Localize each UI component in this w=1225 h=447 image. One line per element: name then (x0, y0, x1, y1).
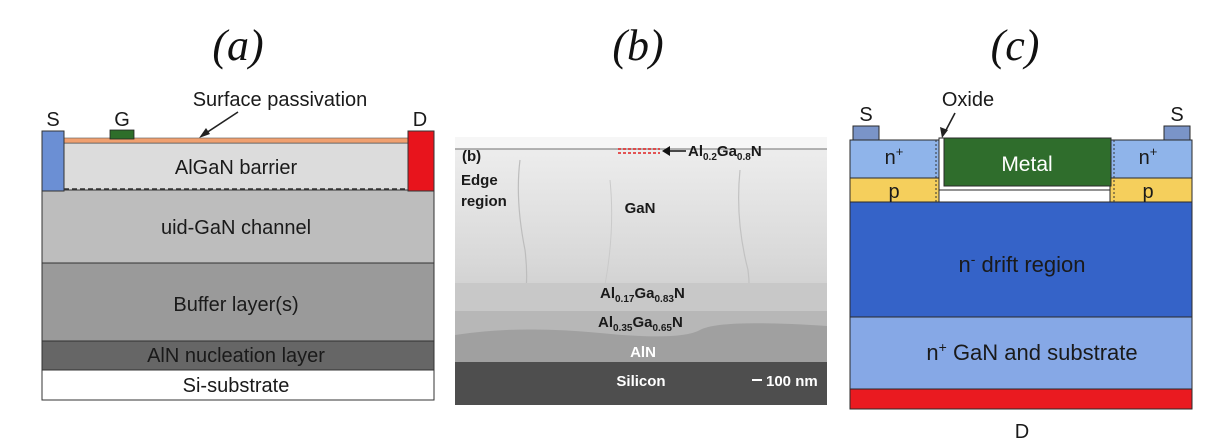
sem-texture (604, 179, 613, 286)
p-left-label: p (888, 181, 899, 203)
al02-arrowhead (662, 146, 670, 156)
aln-label: AlN (630, 344, 656, 361)
surface-passivation-label: Surface passivation (193, 89, 368, 111)
buffer-label: Buffer layer(s) (173, 294, 298, 316)
panel-b: (b) (b) Edge region Al0.2Ga0.8N GaN Al0.… (455, 21, 827, 405)
gate-label: G (114, 109, 130, 131)
al02-layer-label: Al0.2Ga0.8N (688, 143, 762, 163)
gate-contact (109, 129, 135, 140)
uid-gan-channel-layer (41, 189, 435, 264)
drift-region-label: n- drift region (959, 251, 1086, 277)
al035-layer-label: Al0.35Ga0.65N (598, 314, 683, 334)
metal-label: Metal (1001, 153, 1052, 176)
si-substrate-layer (41, 369, 435, 401)
drain-label: D (413, 109, 427, 131)
gan-label: GaN (625, 200, 656, 217)
sem-inset-tag: (b) (462, 148, 481, 165)
barrier-label: AlGaN barrier (175, 157, 298, 179)
p-right-label: p (1142, 181, 1153, 203)
source-contact-right (1163, 125, 1191, 141)
silicon-label: Silicon (616, 373, 665, 390)
al017-layer-label: Al0.17Ga0.83N (600, 285, 685, 305)
aln-nucleation-layer (41, 340, 435, 371)
oxide-arrowhead (940, 127, 948, 138)
edge-region-label-line1: Edge (461, 172, 498, 189)
passivation-pointer (202, 111, 239, 136)
panel-a: (a) Surface passivation S G D AlGaN barr… (41, 21, 435, 401)
source-contact-left (852, 125, 880, 141)
nplus-left-label: n+ (885, 144, 904, 169)
nplus-source-left (849, 139, 940, 179)
buffer-layer (41, 262, 435, 342)
panel-c-tag: (c) (991, 21, 1040, 70)
scale-bar-label: 100 nm (766, 373, 818, 390)
panel-b-tag: (b) (612, 21, 663, 70)
channel-label: uid-GaN channel (161, 217, 311, 239)
sem-aln-band (455, 323, 827, 362)
sem-silicon-band (455, 362, 827, 405)
gate-metal (943, 137, 1112, 187)
panel-c: (c) Oxide G S S n+ n+ p p Metal n- drift… (849, 21, 1193, 443)
drain-contact (849, 388, 1193, 410)
passivation-arrowhead (199, 128, 210, 138)
p-well-left (849, 177, 940, 203)
source-contact (41, 130, 65, 192)
panel-a-tag: (a) (212, 21, 263, 70)
nplus-source-right (1109, 139, 1193, 179)
nucleation-label: AlN nucleation layer (147, 345, 325, 367)
substrate-region-label: n+ GaN and substrate (926, 339, 1137, 365)
nplus-right-label: n+ (1139, 144, 1158, 169)
drain-label: D (1015, 421, 1029, 443)
source-label: S (46, 109, 59, 131)
drift-region (849, 201, 1193, 318)
sem-al017-band (455, 283, 827, 311)
source-left-label: S (859, 104, 872, 126)
sem-top-layer (455, 137, 827, 149)
substrate-label: Si-substrate (183, 375, 290, 397)
edge-region-label-line2: region (461, 193, 507, 210)
oxide-label: Oxide (942, 89, 994, 111)
source-right-label: S (1170, 104, 1183, 126)
oxide-pointer (944, 112, 956, 133)
drain-contact (407, 130, 435, 192)
nplus-substrate-region (849, 316, 1193, 390)
